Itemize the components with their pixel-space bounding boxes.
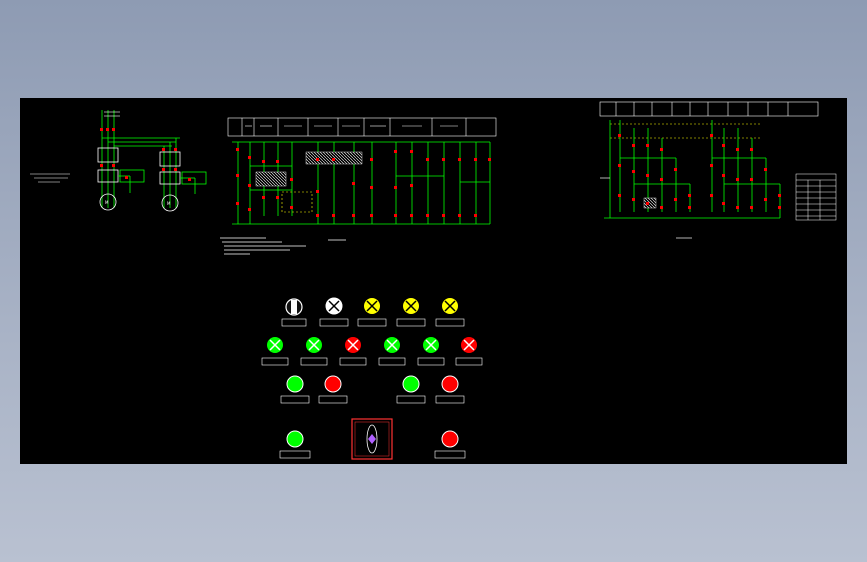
motor-m1: M [99,193,117,211]
indicator-lamp-white [319,297,349,327]
legend-table [795,173,837,221]
emergency-stop-box[interactable] [351,418,393,460]
control-circuit-1-title-block [227,117,497,137]
main-circuit-terminals [100,128,191,181]
motor-m2: M [161,194,179,212]
stop-button-red[interactable] [318,375,348,404]
svg-text:M: M [105,200,109,205]
svg-text:M: M [167,201,171,206]
control-circuit-2-terminals [618,134,781,209]
main-power-circuit [97,110,207,208]
indicator-lamp-green [417,337,445,366]
indicator-lamp-yellow [357,298,387,327]
indicator-lamp-red [455,337,483,366]
indicator-lamp-yellow [396,298,426,327]
start-button-green[interactable] [396,375,426,404]
control-circuit-1-notes [220,237,346,255]
control-circuit-1-terminals [236,148,491,217]
stop-button-red[interactable] [434,430,466,459]
control-circuit-1 [220,117,497,255]
indicator-lamp-green [378,337,406,366]
selector-switch[interactable] [281,298,307,327]
indicator-lamp-red [339,337,367,366]
cad-drawing-canvas[interactable]: M M [20,98,847,464]
main-circuit-text [30,111,120,183]
control-circuit-2-title-block [599,101,819,117]
door-panel [261,297,483,460]
start-button-green[interactable] [280,375,310,404]
indicator-lamp-yellow [435,298,465,327]
control-circuit-2 [599,101,837,239]
start-button-green[interactable] [279,430,311,459]
cad-drawing: M M [30,101,837,460]
indicator-lamp-green [261,337,289,366]
stop-button-red[interactable] [435,375,465,404]
indicator-lamp-green [300,337,328,366]
